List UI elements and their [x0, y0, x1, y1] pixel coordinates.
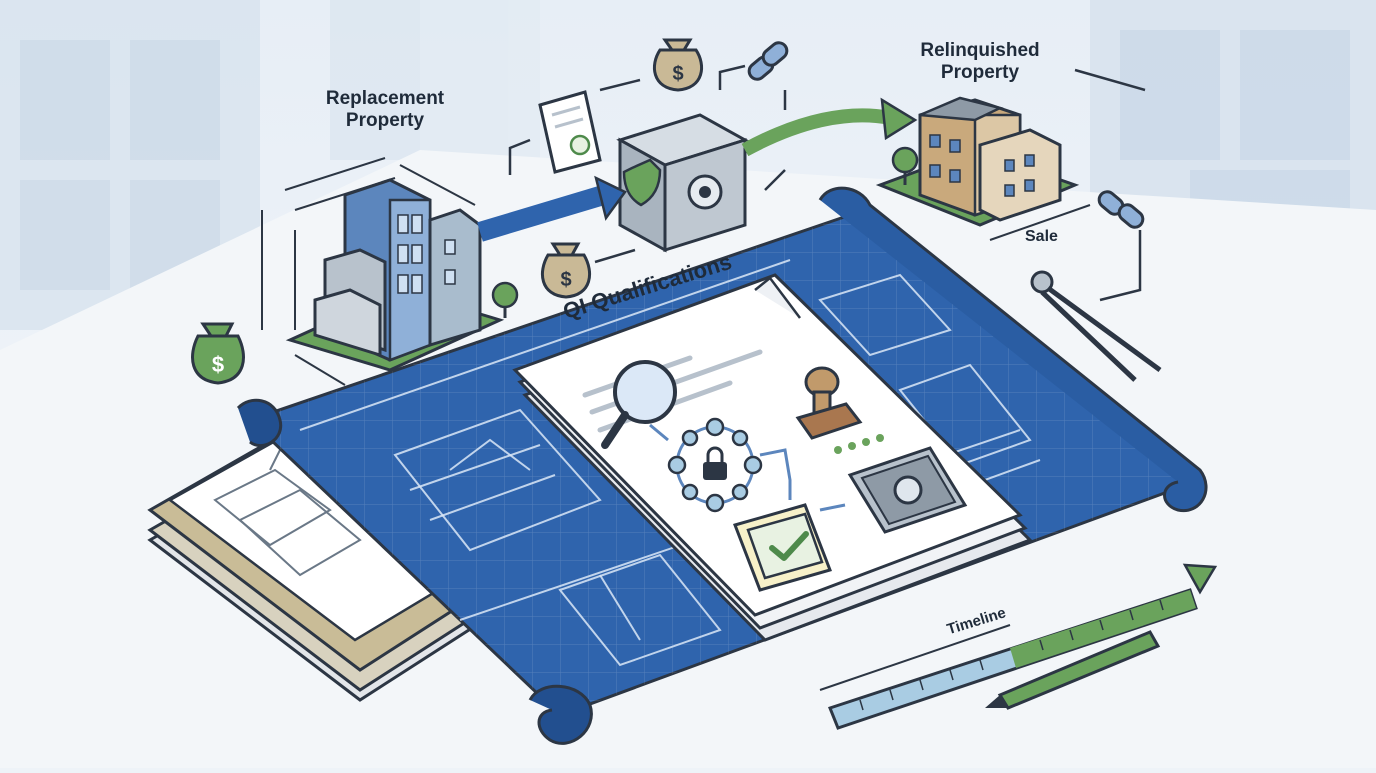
replacement-building [261, 157, 519, 386]
replacement-label-line1: Replacement [325, 88, 445, 109]
svg-text:$: $ [212, 352, 224, 377]
safe-shield-icon [616, 113, 749, 253]
ruler-icon [819, 563, 1218, 730]
sale-label: Sale [1025, 228, 1058, 245]
vault-icon [847, 446, 968, 534]
chain-link-icon [747, 41, 1145, 229]
document-check-icon [538, 90, 602, 174]
qi-document [512, 273, 1033, 642]
svg-text:$: $ [672, 63, 683, 85]
flow-arrows [477, 64, 1146, 302]
relinquished-label-line2: Property [940, 61, 1020, 83]
relinquished-property-label: Relinquished Property [880, 40, 1080, 84]
replacement-label-line2: Property [345, 109, 425, 131]
relinquished-building [875, 96, 1091, 241]
money-bag-icon: $ $ $ [191, 38, 704, 385]
blueprint-folder [147, 428, 503, 702]
relinquished-label-line1: Relinquished [920, 40, 1040, 61]
svg-text:$: $ [560, 269, 571, 291]
network-lock-icon [667, 417, 763, 513]
replacement-property-label: Replacement Property [290, 88, 480, 132]
magnifier-icon [601, 360, 677, 449]
pen-icon [985, 630, 1161, 710]
checkbox-icon [733, 503, 832, 592]
compass-icon [1030, 270, 1162, 382]
stamp-icon [795, 366, 884, 454]
